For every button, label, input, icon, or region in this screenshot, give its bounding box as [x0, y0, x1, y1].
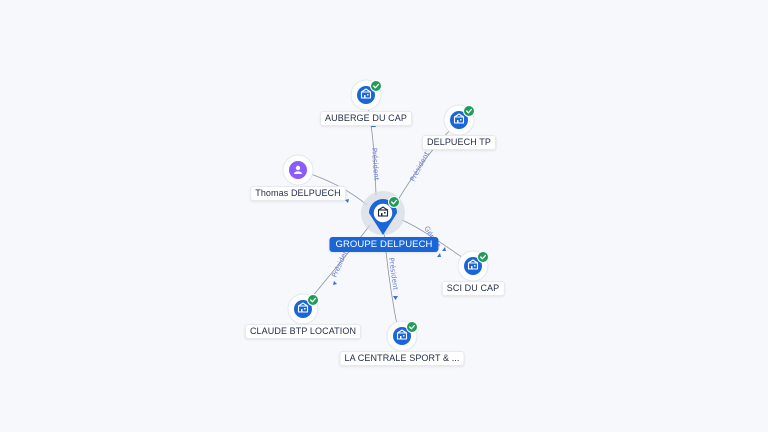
building-icon [297, 302, 309, 313]
building-icon [377, 206, 389, 217]
company-node-icon [294, 300, 312, 318]
building-icon [396, 329, 408, 340]
arrow-thomas [345, 199, 349, 203]
node-sci[interactable] [457, 250, 489, 282]
node-label-thomas[interactable]: Thomas DELPUECH [250, 186, 346, 201]
company-node-icon [357, 86, 375, 104]
verified-badge-icon [463, 105, 475, 117]
edge-sci [401, 219, 467, 261]
person-icon [294, 165, 302, 174]
arrow-claude [333, 281, 337, 285]
building-icon [467, 259, 479, 270]
verified-badge-icon [307, 294, 319, 306]
edge-label-delpuech-tp: Président [409, 150, 432, 183]
verified-badge-icon [477, 251, 489, 263]
node-label-sci[interactable]: SCI DU CAP [441, 281, 505, 296]
node-centrale[interactable] [386, 320, 418, 352]
verified-badge-icon [388, 196, 400, 208]
building-icon [453, 113, 465, 124]
edge-delpuech-tp [397, 124, 456, 201]
central-node[interactable] [361, 191, 405, 235]
edge-label-auberge: Président [370, 148, 380, 181]
verified-badge-icon [370, 80, 382, 92]
arrow-sci [437, 253, 441, 257]
node-thomas[interactable] [282, 154, 314, 186]
node-auberge[interactable] [350, 79, 382, 111]
company-node-icon [393, 327, 411, 345]
edge-claude [306, 224, 371, 304]
node-delpuech-tp[interactable] [443, 104, 475, 136]
central-node-label[interactable]: GROUPE DELPUECH [329, 237, 439, 252]
node-label-delpuech-tp[interactable]: DELPUECH TP [422, 135, 496, 150]
arrow-sci-2 [442, 247, 446, 251]
node-label-claude[interactable]: CLAUDE BTP LOCATION [244, 324, 362, 339]
node-label-auberge[interactable]: AUBERGE DU CAP [320, 111, 412, 126]
company-node-icon [464, 257, 482, 275]
arrow-centrale [393, 296, 398, 300]
company-node-icon [450, 111, 468, 129]
verified-badge-icon [406, 321, 418, 333]
node-claude[interactable] [287, 293, 319, 325]
building-icon [360, 88, 372, 99]
node-label-centrale[interactable]: LA CENTRALE SPORT & ... [339, 351, 465, 366]
